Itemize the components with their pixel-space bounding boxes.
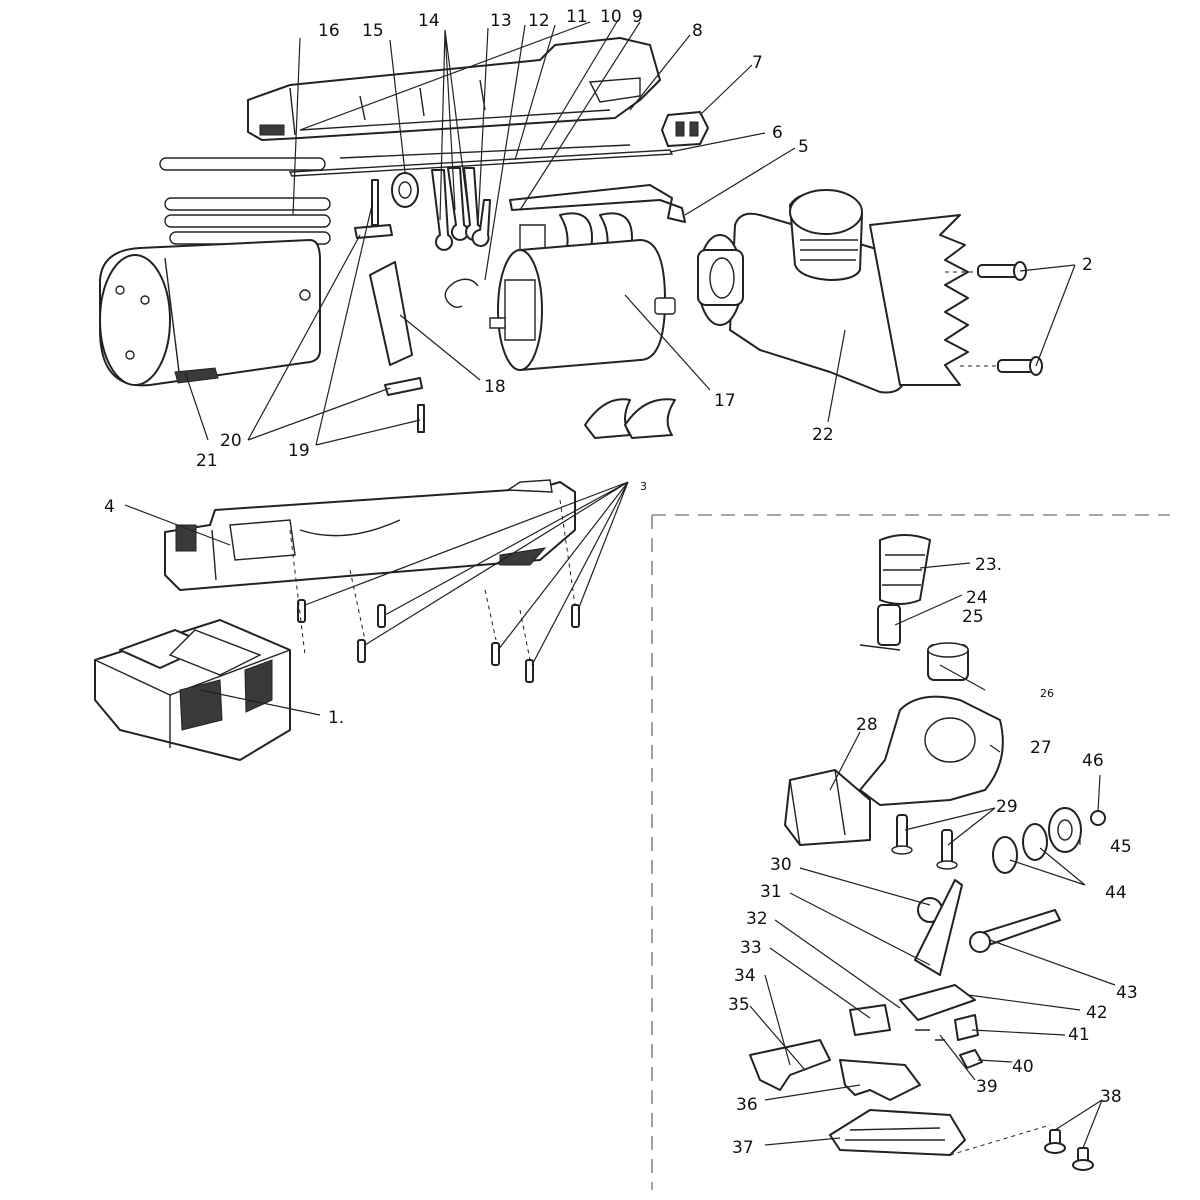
callout-32: 32 bbox=[746, 909, 768, 929]
callout-42: 42 bbox=[1086, 1003, 1108, 1023]
callout-15: 15 bbox=[362, 21, 384, 41]
callout-33: 33 bbox=[740, 938, 762, 958]
section-divider bbox=[651, 514, 1170, 1190]
head-screws bbox=[945, 261, 1043, 376]
callout-36: 36 bbox=[736, 1095, 758, 1115]
callout-4: 4 bbox=[104, 497, 115, 517]
callout-17: 17 bbox=[714, 391, 736, 411]
callout-2: 2 bbox=[1082, 255, 1093, 275]
callout-10: 10 bbox=[600, 7, 622, 27]
motor bbox=[489, 239, 676, 371]
lower-housing bbox=[164, 479, 576, 591]
callout-44: 44 bbox=[1105, 883, 1127, 903]
callout-9: 9 bbox=[632, 7, 643, 27]
callout-45: 45 bbox=[1110, 837, 1132, 857]
callout-11: 11 bbox=[566, 7, 588, 27]
pin bbox=[471, 199, 491, 247]
callout-3: 3 bbox=[640, 480, 647, 493]
callout-16: 16 bbox=[318, 21, 340, 41]
callout-29: 29 bbox=[996, 797, 1018, 817]
callout-41: 41 bbox=[1068, 1025, 1090, 1045]
callout-31: 31 bbox=[760, 882, 782, 902]
housing-screws bbox=[289, 499, 580, 683]
callout-21: 21 bbox=[196, 451, 218, 471]
charger bbox=[94, 619, 291, 761]
terminal-parts bbox=[354, 179, 425, 433]
callout-23: 23. bbox=[975, 555, 1002, 575]
callout-19: 19 bbox=[288, 441, 310, 461]
callout-39: 39 bbox=[976, 1077, 998, 1097]
callout-38: 38 bbox=[1100, 1087, 1122, 1107]
callout-43: 43 bbox=[1116, 983, 1138, 1003]
callout-18: 18 bbox=[484, 377, 506, 397]
callout-26: 26 bbox=[1040, 687, 1054, 700]
callout-13: 13 bbox=[490, 11, 512, 31]
callout-30: 30 bbox=[770, 855, 792, 875]
callout-46: 46 bbox=[1082, 751, 1104, 771]
battery-pack bbox=[99, 239, 321, 387]
callout-34: 34 bbox=[734, 966, 756, 986]
callout-37: 37 bbox=[732, 1138, 754, 1158]
callout-12: 12 bbox=[528, 11, 550, 31]
callout-25: 25 bbox=[962, 607, 984, 627]
callout-7: 7 bbox=[752, 53, 763, 73]
callout-20: 20 bbox=[220, 431, 242, 451]
callout-5: 5 bbox=[798, 137, 809, 157]
callout-35: 35 bbox=[728, 995, 750, 1015]
head-assembly bbox=[697, 189, 969, 394]
callout-8: 8 bbox=[692, 21, 703, 41]
callout-28: 28 bbox=[856, 715, 878, 735]
callout-22: 22 bbox=[812, 425, 834, 445]
callout-1: 1. bbox=[328, 708, 344, 728]
contact-springs bbox=[431, 167, 483, 251]
callout-27: 27 bbox=[1030, 738, 1052, 758]
trigger-button bbox=[661, 111, 709, 147]
callout-6: 6 bbox=[772, 123, 783, 143]
callout-40: 40 bbox=[1012, 1057, 1034, 1077]
hook-wire bbox=[444, 278, 479, 309]
head-exploded bbox=[749, 534, 1106, 1171]
upper-housing bbox=[247, 37, 661, 141]
callouts: 16 15 14 13 12 11 10 9 8 7 6 5 2 21 20 1… bbox=[104, 7, 1138, 1158]
spacer-ring bbox=[391, 172, 419, 208]
motor-clips bbox=[584, 398, 676, 439]
callout-24: 24 bbox=[966, 588, 988, 608]
callout-14: 14 bbox=[418, 11, 440, 31]
leader-lines bbox=[124, 19, 1116, 1156]
